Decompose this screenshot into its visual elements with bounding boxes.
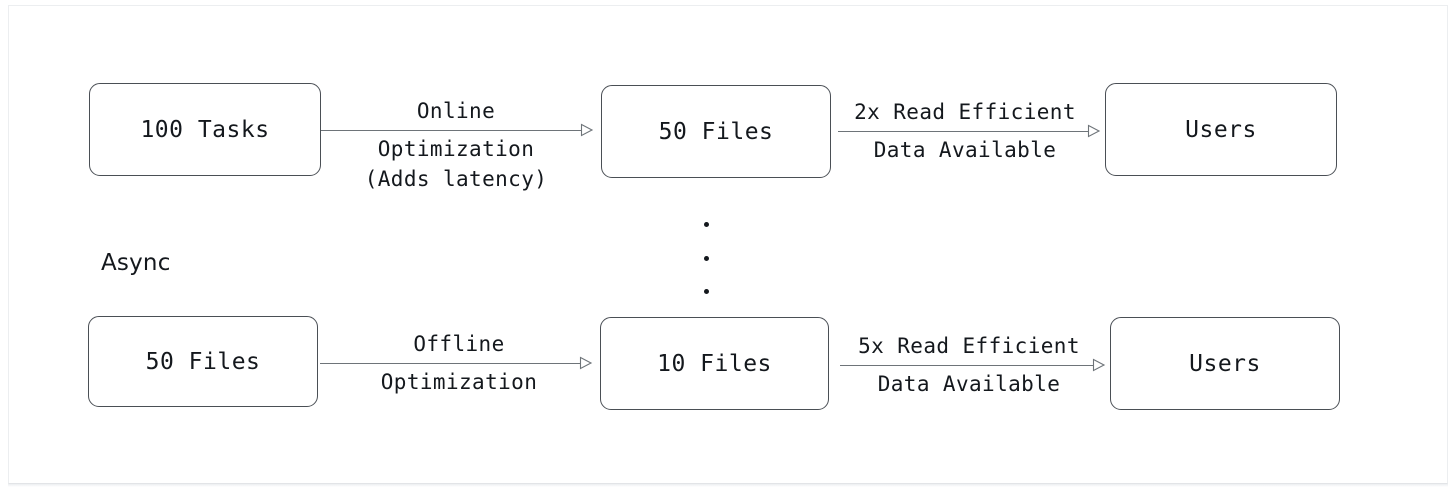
edge-label-offline-below: Optimization [381,367,538,397]
edge-label-line: Optimization [377,137,535,161]
node-50-files-bottom[interactable]: 50 Files [88,316,318,407]
edge-label-5x-below: Data Available [878,369,1061,399]
edge-label-offline-above: Offline [413,329,504,359]
node-label: 100 Tasks [140,116,270,143]
node-label: 50 Files [658,118,774,145]
annotation-async: Async [101,250,171,276]
edge-label-5x-above: 5x Read Efficient [858,331,1080,361]
node-users-bottom[interactable]: Users [1110,317,1340,410]
edge-line-2x-read-efficient [838,131,1088,132]
edge-line-offline-optimization [320,363,580,364]
vertical-ellipsis-icon [703,222,709,294]
node-label: 50 Files [145,348,261,375]
annotation-text: Async [101,250,171,276]
canvas-frame-shadow [8,484,1448,487]
ellipsis-dot [703,222,709,227]
edge-label-line: Optimization [380,370,538,394]
ellipsis-dot [703,255,709,261]
edge-line-5x-read-efficient [840,365,1093,366]
edge-label-line: Data Available [873,138,1057,162]
edge-label-line: Data Available [877,372,1061,396]
edge-label-line: 2x Read Efficient [854,100,1076,124]
node-label: Users [1189,350,1261,377]
node-100-tasks[interactable]: 100 Tasks [89,83,321,176]
node-users-top[interactable]: Users [1105,83,1337,176]
edge-label-online-above: Online [417,96,495,126]
node-label: 10 Files [657,350,772,377]
node-50-files-top[interactable]: 50 Files [601,85,831,178]
edge-label-line: Offline [413,332,505,356]
edge-label-line: Online [416,99,496,123]
node-10-files[interactable]: 10 Files [600,317,829,410]
ellipsis-dot [703,289,709,294]
edge-label-2x-below: Data Available [874,135,1057,165]
edge-line-online-optimization [321,130,581,131]
canvas-frame [8,5,1448,484]
edge-label-line: (Adds latency) [364,167,548,191]
edge-label-2x-above: 2x Read Efficient [854,97,1076,127]
node-label: Users [1185,116,1257,143]
edge-label-online-below: Optimization (Adds latency) [365,134,548,194]
edge-label-line: 5x Read Efficient [858,334,1080,358]
